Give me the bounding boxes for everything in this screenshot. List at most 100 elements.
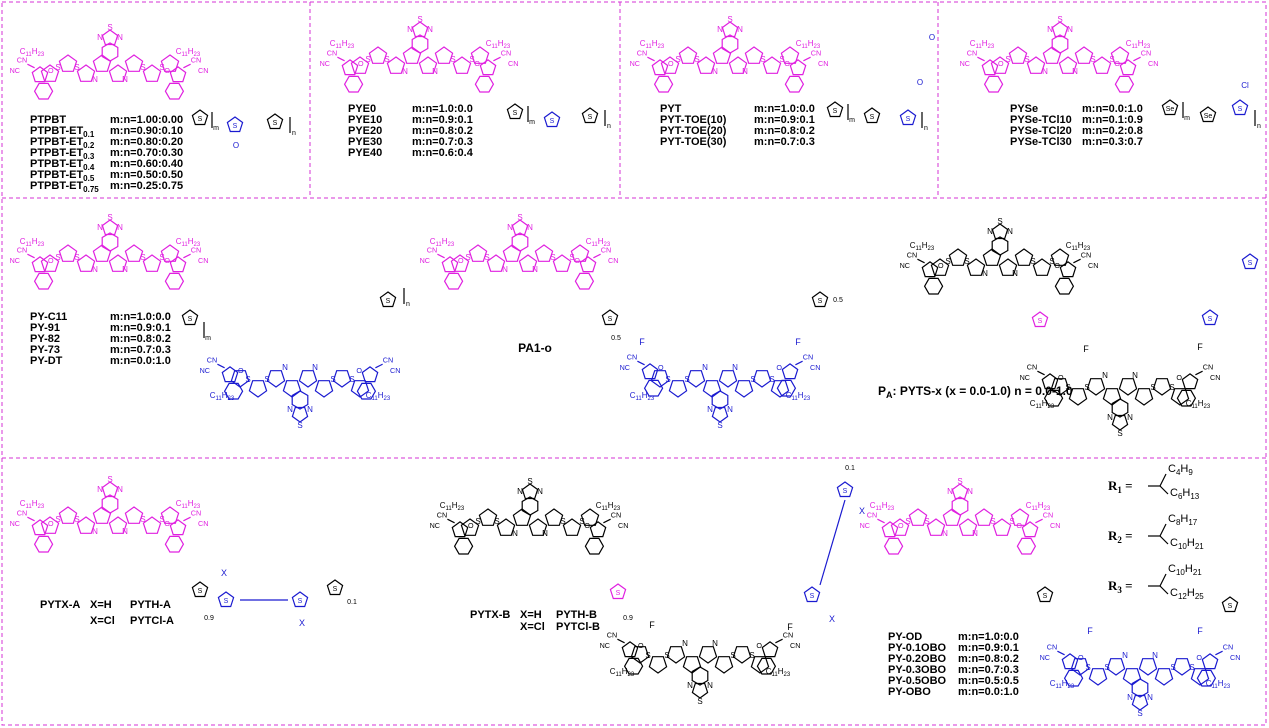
nitrogen-label: N bbox=[947, 487, 953, 496]
substituent-definition: X=Cl bbox=[90, 615, 115, 627]
oxygen-label: O bbox=[776, 363, 782, 372]
heteroatom-label: S bbox=[224, 598, 229, 605]
sulfur-label: S bbox=[550, 253, 555, 262]
cyclopentanone-ring bbox=[641, 363, 659, 380]
fused-ring bbox=[1138, 658, 1158, 676]
cyclopentanone-ring bbox=[651, 59, 669, 76]
fused-ring bbox=[108, 516, 128, 534]
nitrogen-label: N bbox=[1072, 67, 1078, 76]
sulfur-label: S bbox=[417, 15, 422, 24]
alkyl-chain-label: C11H23 bbox=[1050, 679, 1075, 690]
nitrogen-label: N bbox=[737, 25, 743, 34]
heteroatom-label: S bbox=[198, 588, 203, 595]
sulfur-label: S bbox=[684, 375, 689, 384]
alkyl-chain-label: C11H23 bbox=[586, 237, 611, 248]
cyclopentanone-ring bbox=[781, 363, 799, 380]
thiophene-ring: S bbox=[581, 107, 599, 124]
benzene-ring bbox=[343, 75, 364, 93]
nitrogen-label: N bbox=[1147, 693, 1153, 702]
repeat-unit-bracket: m bbox=[211, 112, 219, 132]
heteroatom-label: S bbox=[273, 120, 278, 127]
repeat-subscript: n bbox=[406, 301, 410, 308]
polymer-name: PTPBT-ET0.4 bbox=[30, 158, 95, 172]
oxygen-label: O bbox=[1058, 373, 1064, 382]
bond bbox=[1073, 258, 1081, 264]
sulfur-label: S bbox=[779, 55, 784, 64]
fused-ring bbox=[478, 508, 498, 526]
fused-ring bbox=[92, 506, 112, 524]
fluorine-label: F bbox=[787, 622, 793, 632]
sulfur-label: S bbox=[1150, 383, 1155, 392]
fused-ring bbox=[434, 46, 454, 64]
repeat-subscript: m bbox=[849, 117, 855, 124]
sulfur-label: S bbox=[760, 55, 765, 64]
benzo-ring bbox=[691, 666, 709, 686]
fused-ring bbox=[1068, 388, 1088, 406]
heteroatom-label: Se bbox=[1166, 106, 1175, 113]
fused-ring bbox=[682, 656, 702, 674]
sulfur-label: S bbox=[159, 253, 164, 262]
sulfur-label: S bbox=[469, 55, 474, 64]
thiophene-ring: S bbox=[863, 107, 881, 124]
fused-ring bbox=[248, 380, 268, 398]
heteroatom-label: S bbox=[843, 488, 848, 495]
benzo-ring bbox=[411, 34, 429, 54]
thiophene-pentagon bbox=[863, 107, 881, 124]
sulfur-label: S bbox=[1065, 383, 1070, 392]
x-substituent: X bbox=[221, 568, 227, 578]
composition-ratio: m:n=0.8:0.2 bbox=[110, 333, 171, 345]
nitrogen-label: N bbox=[987, 227, 993, 236]
composition-ratio: m:n=0.8:0.2 bbox=[754, 125, 815, 137]
nitrogen-label: N bbox=[432, 67, 438, 76]
fused-ring bbox=[528, 518, 548, 536]
cyano-label: CN bbox=[501, 48, 511, 57]
thiophene-ring: S bbox=[1241, 253, 1259, 270]
cyano-label: NC bbox=[420, 256, 430, 265]
repeat-fraction: 0.9 bbox=[623, 615, 633, 622]
benzo-ring bbox=[1051, 34, 1069, 54]
sulfur-label: S bbox=[107, 475, 112, 484]
fused-ring bbox=[76, 254, 96, 272]
cyano-label: CN bbox=[790, 641, 800, 650]
benzene-ring bbox=[164, 82, 185, 100]
cyano-label: CN bbox=[907, 250, 917, 259]
alkyl-chain-label: C11H23 bbox=[596, 501, 621, 512]
sulfur-label: S bbox=[964, 257, 969, 266]
sulfur-label: S bbox=[484, 253, 489, 262]
fluorine-label: F bbox=[639, 337, 645, 347]
polymer-name: PY-0.2OBO bbox=[888, 653, 947, 665]
fused-ring bbox=[1106, 658, 1126, 676]
cyano-label: CN bbox=[618, 521, 628, 530]
oxygen-label: O bbox=[998, 59, 1004, 68]
oxygen-label: O bbox=[658, 363, 664, 372]
polymer-name: PYSe-TCl20 bbox=[1010, 125, 1072, 137]
sulfur-label: S bbox=[1169, 383, 1174, 392]
benzene-ring bbox=[776, 379, 797, 397]
composition-ratio: m:n=0.7:0.3 bbox=[958, 664, 1019, 676]
alkyl-chain-label: C11H23 bbox=[1126, 39, 1151, 50]
nitrogen-label: N bbox=[707, 405, 713, 414]
nitrogen-label: N bbox=[1132, 371, 1138, 380]
oxygen-label: O bbox=[48, 66, 54, 75]
heteroatom-label: S bbox=[198, 116, 203, 123]
benzo-ring bbox=[101, 232, 119, 252]
nitrogen-label: N bbox=[402, 67, 408, 76]
nitrogen-label: N bbox=[312, 363, 318, 372]
heteroatom-label: S bbox=[333, 586, 338, 593]
thiophene-pentagon bbox=[1036, 586, 1054, 603]
cyclopentanone-ring bbox=[31, 519, 49, 536]
fused-ring bbox=[1026, 56, 1046, 74]
fused-ring bbox=[1110, 46, 1130, 64]
benzo-ring bbox=[991, 236, 1009, 256]
thiophene-pentagon bbox=[811, 291, 829, 308]
oxygen-label: O bbox=[1054, 261, 1060, 270]
repeat-fraction: 0.5 bbox=[611, 335, 621, 342]
cyclopentanone-ring bbox=[1059, 261, 1077, 278]
